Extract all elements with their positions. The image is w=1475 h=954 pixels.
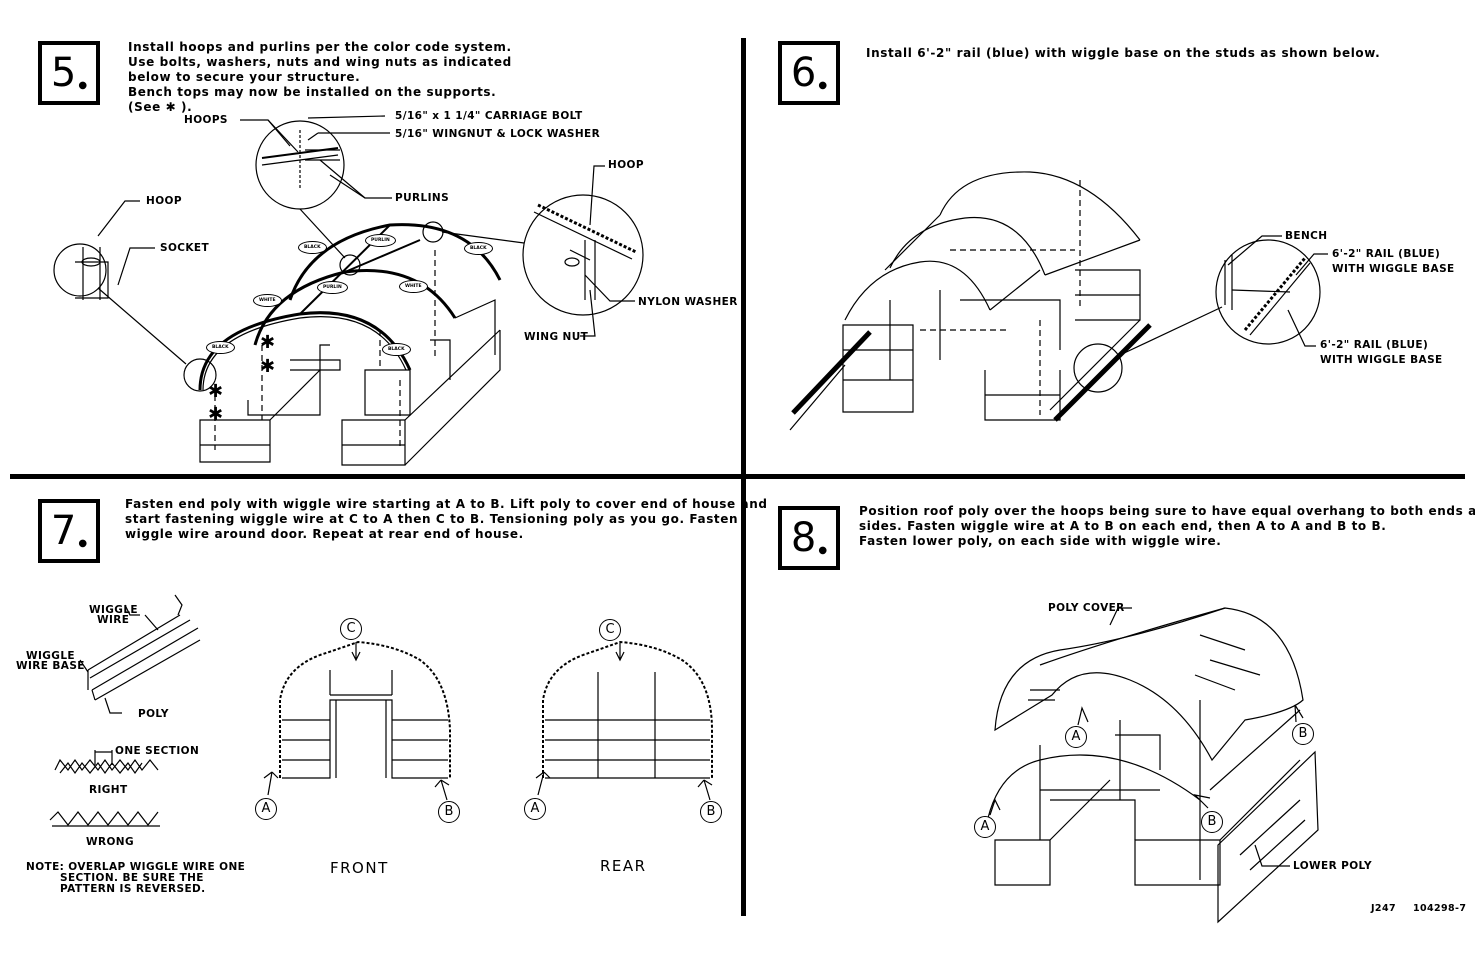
- point-a-lower: A: [974, 816, 996, 838]
- label-hoop-socket-detail: HOOP: [146, 195, 182, 207]
- color-tag: BLACK: [206, 341, 235, 354]
- bench-asterisk-icon: ✱: [260, 332, 276, 353]
- step-7-number: 7: [50, 508, 77, 554]
- label-wrong-pattern: WRONG: [86, 836, 134, 848]
- footer-part-number: 104298-7: [1413, 903, 1467, 914]
- step8-greenhouse-drawing: [987, 607, 1319, 924]
- label-hoop-nylon-detail: HOOP: [608, 159, 644, 171]
- label-poly: POLY: [138, 708, 169, 720]
- step-6-number: 6: [790, 50, 817, 96]
- point-c-rear: C: [599, 619, 621, 641]
- label-socket: SOCKET: [160, 242, 210, 254]
- caption-rear: REAR: [600, 857, 647, 875]
- label-hoops: HOOPS: [184, 114, 228, 126]
- step-8-number: 8: [790, 515, 817, 561]
- label-wingnut-lock-washer: 5/16" WINGNUT & LOCK WASHER: [395, 128, 601, 140]
- point-b-upper: B: [1292, 723, 1314, 745]
- step-6-dot: ●: [818, 79, 828, 91]
- step-7-dot: ●: [78, 537, 88, 549]
- step6-greenhouse-drawing: [789, 171, 1328, 431]
- label-wiggle-wire-line1: WIGGLE: [89, 604, 138, 616]
- step-5-instructions: Install hoops and purlins per the color …: [128, 40, 512, 114]
- color-tag: BLACK: [298, 241, 327, 254]
- step-6-number-box: 6●: [778, 41, 840, 105]
- step-7-instructions: Fasten end poly with wiggle wire startin…: [125, 497, 768, 541]
- label-poly-cover: POLY COVER: [1048, 602, 1125, 614]
- point-b-rear: B: [700, 801, 722, 823]
- label-rail-bottom-line1: 6'-2" RAIL (BLUE): [1320, 339, 1429, 351]
- step-6-instructions: Install 6'-2" rail (blue) with wiggle ba…: [866, 46, 1381, 60]
- label-carriage-bolt: 5/16" x 1 1/4" CARRIAGE BOLT: [395, 110, 583, 122]
- step-8-instructions: Position roof poly over the hoops being …: [859, 504, 1475, 548]
- step7-drawings: [49, 594, 713, 827]
- label-bench: BENCH: [1285, 230, 1328, 242]
- label-nylon-washer: NYLON WASHER: [638, 296, 738, 308]
- point-c-front: C: [340, 618, 362, 640]
- label-wing-nut: WING NUT: [524, 331, 589, 343]
- label-rail-top-line1: 6'-2" RAIL (BLUE): [1332, 248, 1441, 260]
- label-purlins: PURLINS: [395, 192, 450, 204]
- point-a-front: A: [255, 798, 277, 820]
- point-a-upper: A: [1065, 726, 1087, 748]
- step-5-dot: ●: [78, 79, 88, 91]
- point-a-rear: A: [524, 798, 546, 820]
- note-line3: PATTERN IS REVERSED.: [60, 883, 206, 895]
- bench-asterisk-icon: ✱: [208, 404, 224, 425]
- step5-greenhouse-drawing: [53, 115, 644, 466]
- step-8-number-box: 8●: [778, 506, 840, 570]
- note-line1: NOTE: OVERLAP WIGGLE WIRE ONE: [26, 861, 246, 873]
- horizontal-divider: [10, 474, 1465, 479]
- color-tag: WHITE: [399, 280, 428, 293]
- color-tag: WHITE: [253, 294, 282, 307]
- label-wiggle-wire-line2: WIRE: [97, 614, 130, 626]
- point-b-front: B: [438, 801, 460, 823]
- color-tag: PURLIN: [317, 281, 348, 294]
- label-wiggle-wire-base-line2: WIRE BASE: [16, 660, 85, 672]
- label-lower-poly: LOWER POLY: [1293, 860, 1373, 872]
- step-8-dot: ●: [818, 544, 828, 556]
- color-tag: PURLIN: [365, 234, 396, 247]
- label-rail-bottom-line2: WITH WIGGLE BASE: [1320, 354, 1443, 366]
- note-line2: SECTION. BE SURE THE: [60, 872, 204, 884]
- bench-asterisk-icon: ✱: [260, 356, 276, 377]
- caption-front: FRONT: [330, 859, 389, 877]
- step-5-number: 5: [50, 50, 77, 96]
- step-5-number-box: 5●: [38, 41, 100, 105]
- bench-asterisk-icon: ✱: [208, 381, 224, 402]
- color-tag: BLACK: [464, 242, 493, 255]
- footer-code: J247: [1371, 903, 1396, 914]
- label-rail-top-line2: WITH WIGGLE BASE: [1332, 263, 1455, 275]
- color-tag: BLACK: [382, 343, 411, 356]
- step-7-number-box: 7●: [38, 499, 100, 563]
- label-wiggle-wire-base-line1: WIGGLE: [26, 650, 75, 662]
- label-one-section: ONE SECTION: [115, 745, 200, 757]
- point-b-lower: B: [1201, 811, 1223, 833]
- label-right-pattern: RIGHT: [89, 784, 128, 796]
